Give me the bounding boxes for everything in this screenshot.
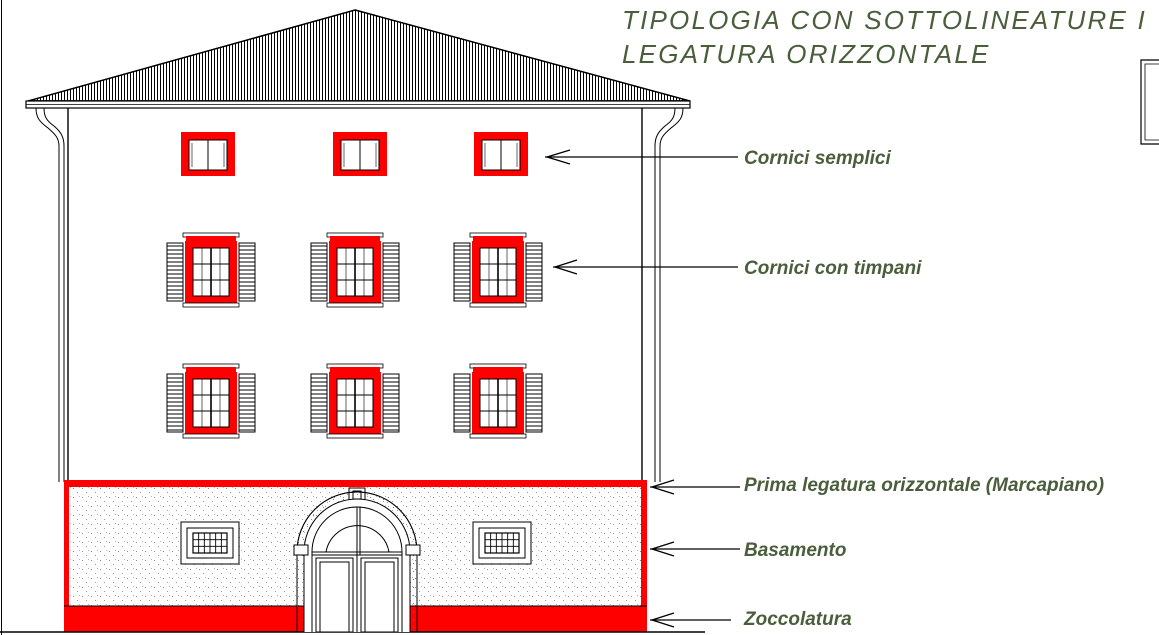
main-door <box>293 487 421 633</box>
window-cornice-timpano <box>166 363 256 439</box>
window-cornice-timpano <box>453 363 543 439</box>
roof <box>25 9 691 109</box>
label-basamento: Basamento <box>744 540 847 561</box>
gutter-right <box>654 107 684 482</box>
label-zoccolatura: Zoccolatura <box>744 609 852 630</box>
callout-arrows <box>544 149 740 628</box>
windows-group <box>166 132 543 439</box>
label-cornici-semplici: Cornici semplici <box>744 148 891 169</box>
grated-window <box>180 521 240 565</box>
basamento-frame-right <box>641 480 647 632</box>
legend-frame-partial <box>1140 59 1159 145</box>
label-marcapiano: Prima legatura orizzontale (Marcapiano) <box>744 475 1105 496</box>
basement-grated-windows <box>180 521 532 565</box>
building-body <box>67 108 643 484</box>
window-cornice-timpano <box>166 232 256 308</box>
window-cornice-timpano <box>310 363 400 439</box>
window-cornice-timpano <box>453 232 543 308</box>
marcapiano-band <box>64 480 647 487</box>
basamento-frame-left <box>64 480 69 632</box>
drawing-title-line1: TIPOLOGIA CON SOTTOLINEATURE I <box>622 5 1147 35</box>
label-cornici-timpani: Cornici con timpani <box>744 258 922 279</box>
window-cornice-timpano <box>310 232 400 308</box>
drawing-title-line2: LEGATURA ORIZZONTALE <box>622 39 991 69</box>
window-cornice-semplice <box>474 132 528 176</box>
grated-window <box>472 521 532 565</box>
window-cornice-semplice <box>333 132 387 176</box>
gutter-left <box>35 107 65 482</box>
window-cornice-semplice <box>181 132 235 176</box>
